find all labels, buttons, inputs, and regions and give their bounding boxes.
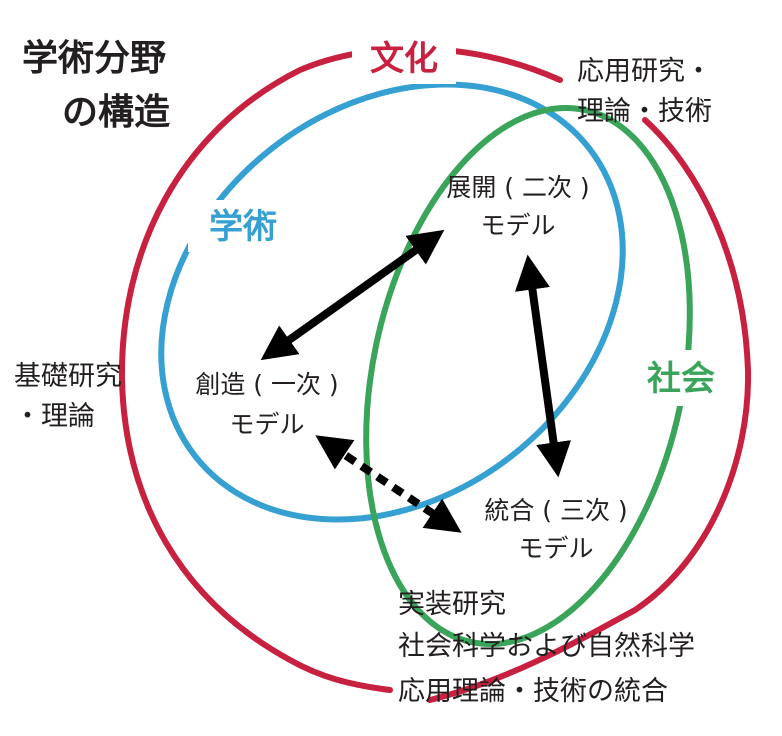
basic-research-line2: ・理論 — [14, 401, 95, 432]
title-line2: の構造 — [62, 92, 170, 133]
culture-label: 文化 — [370, 39, 438, 79]
implementation-research-line2: 社会科学および自然科学 — [398, 631, 695, 662]
creation-model-line2: モデル — [229, 410, 304, 439]
arrow-development-integration — [514, 254, 572, 478]
development-model-line1: 展開 ( 二次 ) — [446, 173, 589, 202]
academia-ring — [158, 81, 626, 523]
academia-label: 学術 — [209, 207, 277, 247]
applied-research-line1: 応用研究・ — [577, 56, 712, 87]
basic-research-line1: 基礎研究 — [14, 361, 122, 392]
implementation-research-line1: 実装研究 — [398, 589, 506, 620]
integration-model-line2: モデル — [518, 534, 593, 563]
development-model-line2: モデル — [480, 211, 555, 240]
implementation-research-line3: 応用理論・技術の統合 — [398, 676, 668, 707]
society-label: 社会 — [647, 359, 715, 399]
integration-model-line1: 統合 ( 三次 ) — [484, 496, 627, 525]
arrow-creation-development — [260, 229, 445, 361]
applied-research-line2: 理論・技術 — [577, 96, 712, 127]
creation-model-line1: 創造 ( 一次 ) — [195, 370, 338, 399]
title-line1: 学術分野 — [22, 37, 166, 79]
arrow-creation-integration-dashed — [315, 435, 462, 533]
